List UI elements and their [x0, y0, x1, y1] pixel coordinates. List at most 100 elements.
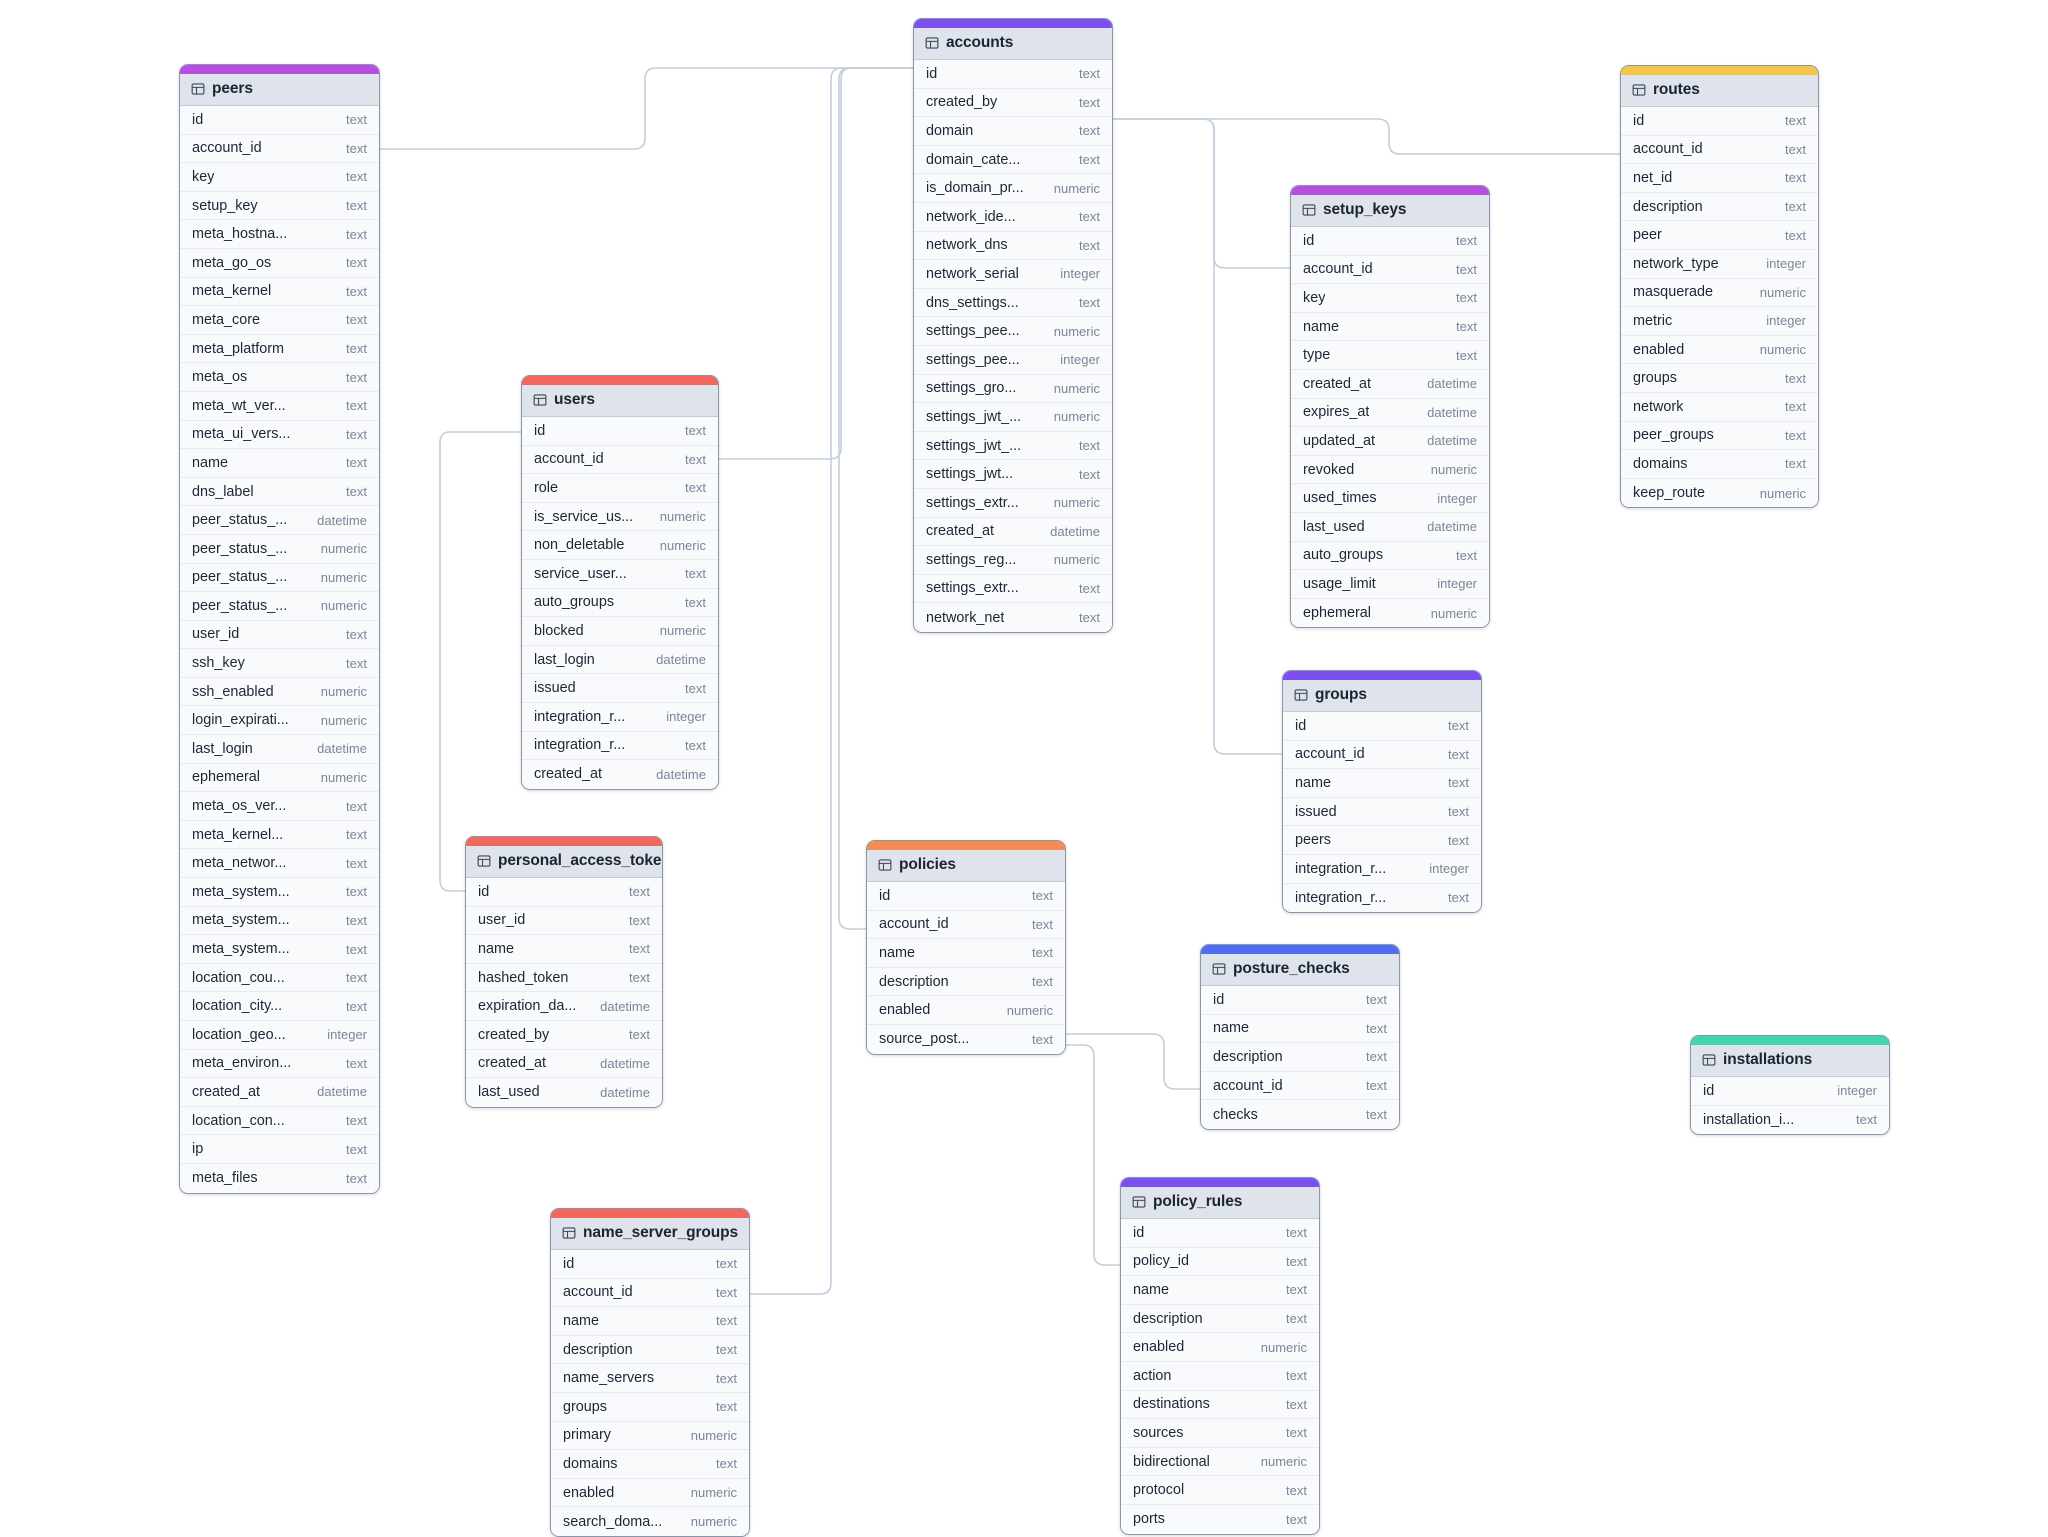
column-row[interactable]: meta_os_ver...text	[180, 792, 379, 821]
column-row[interactable]: service_user...text	[522, 559, 718, 589]
column-row[interactable]: meta_ui_vers...text	[180, 420, 379, 450]
column-row[interactable]: settings_extr...numeric	[914, 488, 1112, 518]
table-header-users[interactable]: users	[522, 385, 718, 417]
column-row[interactable]: source_post...text	[867, 1024, 1065, 1054]
column-row[interactable]: peer_status_...numeric	[180, 592, 379, 621]
column-row[interactable]: settings_reg...numeric	[914, 546, 1112, 575]
column-row[interactable]: integration_r...text	[1283, 883, 1481, 913]
column-row[interactable]: settings_pee...integer	[914, 345, 1112, 375]
column-row[interactable]: installation_i...text	[1691, 1105, 1889, 1135]
column-row[interactable]: location_city...text	[180, 992, 379, 1021]
table-header-accounts[interactable]: accounts	[914, 28, 1112, 60]
column-row[interactable]: meta_system...text	[180, 906, 379, 936]
column-row[interactable]: meta_environ...text	[180, 1049, 379, 1079]
column-row[interactable]: domain_cate...text	[914, 145, 1112, 175]
column-row[interactable]: meta_networ...text	[180, 849, 379, 879]
table-header-groups[interactable]: groups	[1283, 680, 1481, 712]
column-row[interactable]: expiration_da...datetime	[466, 992, 662, 1021]
column-row[interactable]: meta_system...text	[180, 878, 379, 907]
column-row[interactable]: integration_r...integer	[522, 702, 718, 732]
table-header-name-server-groups[interactable]: name_server_groups	[551, 1218, 749, 1250]
table-header-policy-rules[interactable]: policy_rules	[1121, 1187, 1319, 1219]
column-row[interactable]: peer_status_...numeric	[180, 563, 379, 593]
column-row[interactable]: integration_r...text	[522, 731, 718, 761]
column-row[interactable]: location_con...text	[180, 1106, 379, 1136]
column-row[interactable]: settings_jwt_...numeric	[914, 403, 1112, 432]
column-row[interactable]: integration_r...integer	[1283, 854, 1481, 884]
column-row[interactable]: is_domain_pr...numeric	[914, 174, 1112, 203]
column-row[interactable]: meta_system...text	[180, 935, 379, 964]
column-row[interactable]: meta_hostna...text	[180, 220, 379, 249]
column-row[interactable]: dns_settings...text	[914, 288, 1112, 318]
